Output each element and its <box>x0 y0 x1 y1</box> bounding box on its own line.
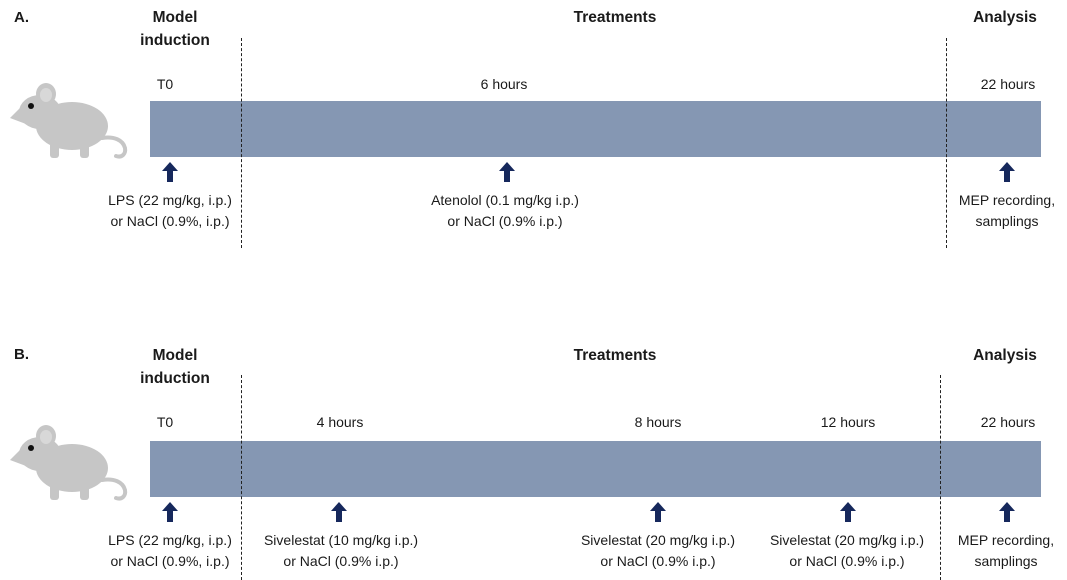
timepoint-label: 8 hours <box>634 414 682 430</box>
panel-a: A. Model induction Treatments Analysis T… <box>0 0 1067 270</box>
header-model-induction: Model induction <box>140 9 210 49</box>
arrow-up-icon <box>840 502 856 522</box>
annotation-line: Sivelestat (20 mg/kg i.p.) <box>580 532 736 548</box>
arrow-up-icon <box>162 502 178 522</box>
mouse-icon <box>10 425 128 501</box>
annotation-line: MEP recording, <box>958 192 1056 208</box>
arrow-up-icon <box>999 502 1015 522</box>
timepoint-label: 4 hours <box>316 414 364 430</box>
annotation: Sivelestat (20 mg/kg i.p.) or NaCl (0.9%… <box>563 530 753 572</box>
arrow-up-icon <box>650 502 666 522</box>
timepoint-label: T0 <box>156 414 174 430</box>
timepoint-label: 22 hours <box>980 76 1036 92</box>
annotation-line: or NaCl (0.9%, i.p.) <box>110 553 230 569</box>
annotation-line: LPS (22 mg/kg, i.p.) <box>108 192 232 208</box>
timepoint-label: T0 <box>156 76 174 92</box>
header-treatments: Treatments <box>573 347 657 364</box>
timepoint-label: 22 hours <box>980 414 1036 430</box>
arrow-up-icon <box>331 502 347 522</box>
annotation-line: Atenolol (0.1 mg/kg i.p.) <box>431 192 579 208</box>
timeline-bar <box>150 101 1041 157</box>
annotation: Sivelestat (10 mg/kg i.p.) or NaCl (0.9%… <box>244 530 438 572</box>
phase-divider <box>241 375 242 580</box>
arrow-up-icon <box>999 162 1015 182</box>
annotation-line: or NaCl (0.9% i.p.) <box>600 553 716 569</box>
header-analysis: Analysis <box>973 347 1037 364</box>
header-treatments: Treatments <box>573 9 657 26</box>
annotation: LPS (22 mg/kg, i.p.) or NaCl (0.9%, i.p.… <box>80 530 260 572</box>
annotation: LPS (22 mg/kg, i.p.) or NaCl (0.9%, i.p.… <box>80 190 260 232</box>
phase-divider <box>241 38 242 248</box>
timepoint-label: 6 hours <box>480 76 528 92</box>
timeline-bar <box>150 441 1041 497</box>
annotation-line: Sivelestat (10 mg/kg i.p.) <box>263 532 419 548</box>
annotation: MEP recording, samplings <box>949 190 1065 232</box>
annotation-line: LPS (22 mg/kg, i.p.) <box>108 532 232 548</box>
phase-divider <box>946 38 947 248</box>
annotation-line: or NaCl (0.9% i.p.) <box>283 553 399 569</box>
mouse-icon <box>10 83 128 159</box>
panel-label: A. <box>14 9 29 26</box>
annotation-line: MEP recording, <box>957 532 1055 548</box>
annotation: Atenolol (0.1 mg/kg i.p.) or NaCl (0.9% … <box>400 190 610 232</box>
header-model-induction: Model induction <box>140 347 210 387</box>
annotation-line: or NaCl (0.9%, i.p.) <box>110 213 230 229</box>
annotation: Sivelestat (20 mg/kg i.p.) or NaCl (0.9%… <box>754 530 940 572</box>
annotation-line: Sivelestat (20 mg/kg i.p.) <box>769 532 925 548</box>
annotation-line: or NaCl (0.9% i.p.) <box>447 213 563 229</box>
annotation: MEP recording, samplings <box>947 530 1065 572</box>
phase-divider <box>940 375 941 580</box>
arrow-up-icon <box>162 162 178 182</box>
header-analysis: Analysis <box>973 9 1037 26</box>
annotation-line: or NaCl (0.9% i.p.) <box>789 553 905 569</box>
panel-b: B. Model induction Treatments Analysis T… <box>0 290 1067 580</box>
arrow-up-icon <box>499 162 515 182</box>
panel-label: B. <box>14 346 29 363</box>
timepoint-label: 12 hours <box>820 414 876 430</box>
annotation-line: samplings <box>974 553 1038 569</box>
annotation-line: samplings <box>975 213 1039 229</box>
